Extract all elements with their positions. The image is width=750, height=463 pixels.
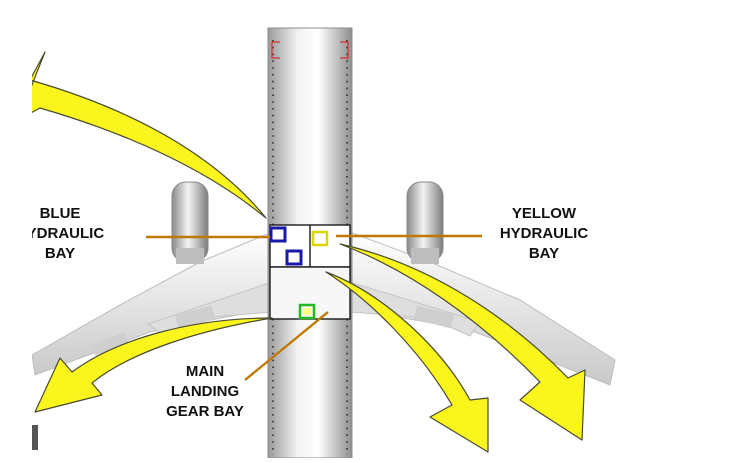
blue-hydraulic-bay-label: BLUE HYDRAULIC BAY: [0, 204, 120, 264]
main-gear-leader-line: [244, 311, 329, 381]
arrow-far-right: [339, 243, 586, 441]
yellow-label-line-3: BAY: [528, 245, 560, 262]
arrow-top-left: [17, 51, 267, 219]
partial-block: [30, 425, 38, 450]
yellow-label-line-2: HYDRAULIC: [499, 225, 589, 242]
main-gear-bay-marker: [298, 303, 316, 320]
left-wing: [31, 231, 273, 376]
yellow-bay-marker: [311, 230, 329, 247]
blue-label-line-3: BAY: [44, 245, 76, 262]
main-landing-gear-bay-label: MAIN LANDING GEAR BAY: [140, 362, 270, 422]
left-crop-margin: [0, 0, 32, 458]
blue-label-line-2: HYDRAULIC: [15, 225, 105, 242]
right-door-outline: [340, 41, 349, 59]
yellow-label-line-1: YELLOW: [511, 205, 577, 222]
right-engine: [406, 181, 444, 264]
arrow-bottom-left: [34, 317, 273, 413]
main-label-line-2: LANDING: [170, 383, 240, 400]
left-door-outline: [271, 41, 280, 59]
blue-bay-marker-upper: [269, 226, 287, 243]
arrow-center-right: [325, 271, 489, 453]
main-label-line-1: MAIN: [185, 363, 225, 380]
blue-label-line-1: BLUE: [39, 205, 81, 222]
main-label-line-3: GEAR BAY: [166, 403, 244, 420]
blue-bay-marker-lower: [285, 249, 303, 266]
yellow-hydraulic-bay-label: YELLOW HYDRAULIC BAY: [480, 204, 608, 264]
left-engine: [171, 181, 209, 264]
